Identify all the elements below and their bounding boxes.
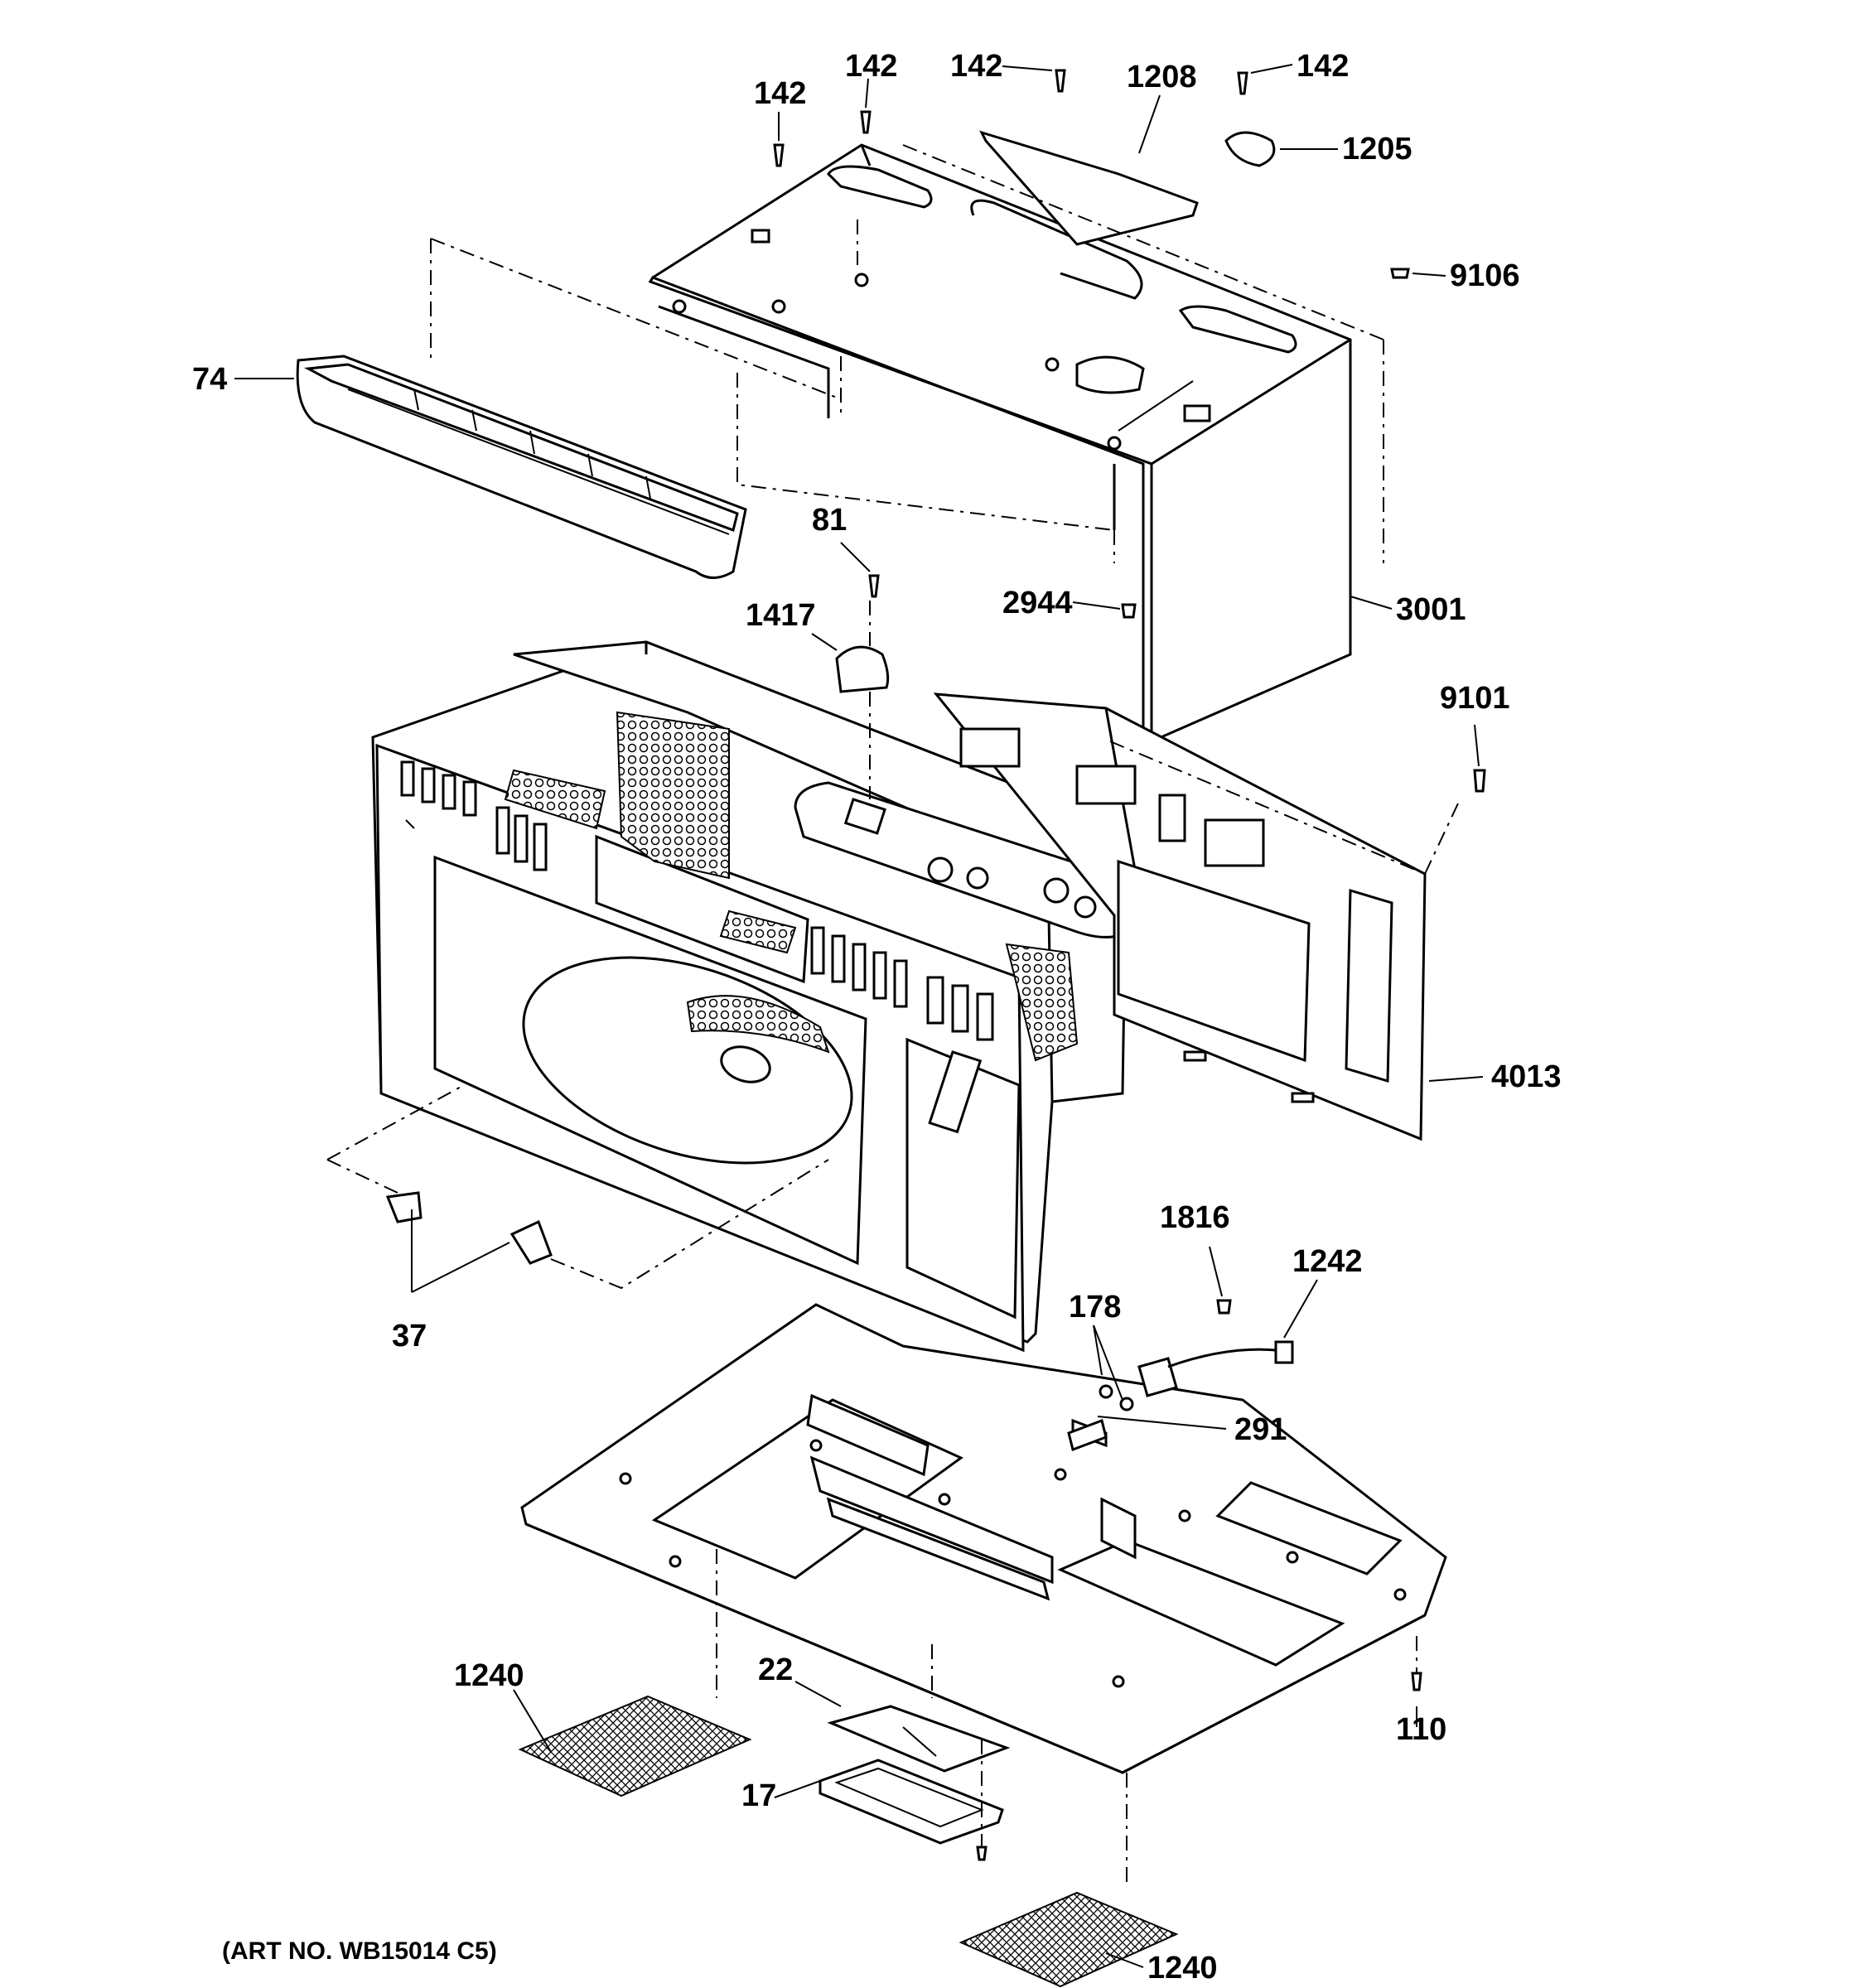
callout-9106: 9106 (1450, 258, 1520, 293)
callout-17: 17 (741, 1778, 776, 1813)
outer-case-3001 (648, 143, 1352, 744)
callout-leader-lines (234, 64, 1484, 1968)
grease-filter-1240-right (959, 1891, 1179, 1988)
vent-grille-74 (296, 355, 747, 579)
filter-cover-22 (827, 1705, 1011, 1773)
callout-labels: 142 142 142 142 1208 1205 9106 74 81 141… (192, 49, 1562, 1986)
callout-1242: 1242 (1292, 1244, 1363, 1279)
base-plate (520, 1303, 1447, 1774)
callout-1208: 1208 (1127, 60, 1197, 94)
callout-1816: 1816 (1160, 1200, 1230, 1235)
screws-and-hardware (385, 69, 1486, 1861)
callout-22: 22 (758, 1653, 793, 1687)
callout-110: 110 (1396, 1712, 1446, 1747)
callout-1240: 1240 (454, 1658, 524, 1693)
callout-9101: 9101 (1440, 681, 1510, 716)
callout-3001: 3001 (1396, 592, 1466, 627)
callout-178: 178 (1069, 1290, 1121, 1325)
callout-291: 291 (1234, 1412, 1287, 1447)
back-panel-4013 (933, 692, 1427, 1141)
callout-142: 142 (754, 76, 806, 111)
assembly-guide-lines (326, 144, 1459, 1889)
grease-filter-1240-left (518, 1695, 752, 1797)
callout-37: 37 (392, 1319, 427, 1353)
oven-cavity-chassis (371, 640, 1137, 1353)
callout-4013: 4013 (1491, 1059, 1562, 1094)
callout-142: 142 (950, 49, 1002, 84)
callout-2944: 2944 (1002, 586, 1073, 620)
callout-1417: 1417 (746, 598, 816, 633)
callout-81: 81 (812, 503, 847, 538)
callout-1205: 1205 (1342, 132, 1412, 166)
callout-142: 142 (845, 49, 897, 84)
art-number: (ART NO. WB15014 C5) (222, 1937, 497, 1965)
callout-74: 74 (192, 362, 227, 397)
filter-frame-17 (819, 1759, 1004, 1845)
callout-1240: 1240 (1147, 1951, 1218, 1986)
callout-142: 142 (1297, 49, 1349, 84)
